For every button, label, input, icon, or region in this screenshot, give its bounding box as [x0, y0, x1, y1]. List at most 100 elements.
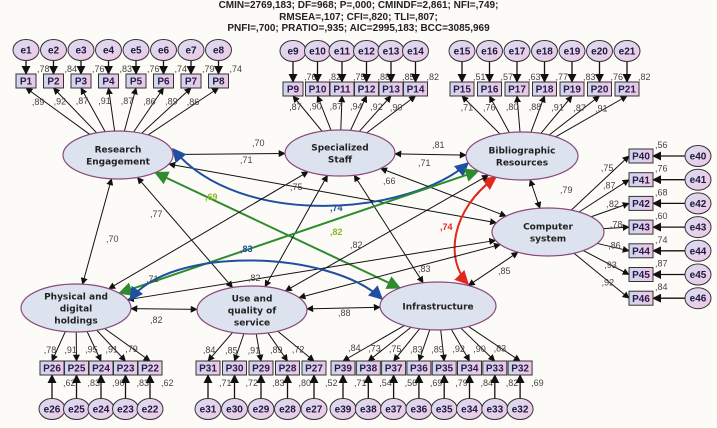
- r-squared-label: ,63: [528, 72, 541, 82]
- loading-label: ,91: [595, 103, 608, 113]
- r-squared-label: ,60: [655, 211, 668, 221]
- error-term: [684, 192, 712, 215]
- loading-path: [530, 95, 546, 133]
- covariance-label: ,79: [560, 185, 573, 195]
- loading-label: ,95: [85, 345, 98, 355]
- loading-label: ,85: [225, 345, 238, 355]
- error-label: e30: [226, 405, 243, 416]
- covariance-path: [528, 179, 542, 209]
- error-label: e13: [383, 47, 400, 58]
- latent-cs: [491, 207, 605, 257]
- indicator-label: P46: [632, 294, 650, 305]
- indicator-label: P4: [102, 77, 115, 88]
- loading-path: [366, 95, 417, 134]
- r-squared-label: ,82: [638, 72, 651, 82]
- loading-path: [393, 328, 421, 362]
- covariance-label: ,82: [330, 227, 343, 237]
- error-label: e14: [407, 47, 424, 58]
- latent-label: holdings: [54, 317, 97, 327]
- loading-path: [277, 330, 315, 362]
- error-term: [40, 39, 67, 61]
- loading-path: [338, 95, 346, 131]
- latent-pd: [20, 283, 132, 333]
- error-term: [122, 39, 150, 61]
- loading-label: ,91: [64, 345, 77, 355]
- error-label: e10: [309, 47, 326, 58]
- error-label: e2: [48, 46, 60, 57]
- loading-label: ,75: [389, 344, 402, 354]
- indicator-box: [628, 243, 654, 259]
- loading-label: ,86: [143, 96, 156, 106]
- r-squared-label: ,82: [506, 378, 519, 388]
- indicator-label: P24: [92, 364, 110, 375]
- error-label: e22: [142, 405, 159, 416]
- covariance-label: ,69: [205, 192, 218, 202]
- fit-line-3: PNFI=,700; PRATIO=,935; AIC=2995,183; BC…: [227, 23, 490, 34]
- indicator-label: P38: [359, 364, 377, 375]
- loading-label: ,90: [390, 102, 403, 112]
- latent-label: Research: [95, 146, 142, 156]
- r-squared-label: ,62: [63, 378, 76, 388]
- error-term: [448, 40, 476, 62]
- loading-label: ,78: [610, 220, 623, 230]
- error-label: e8: [213, 46, 225, 57]
- covariance-label: ,75: [290, 182, 303, 192]
- covariance-label: ,71: [418, 158, 431, 168]
- loading-label: ,91: [551, 102, 564, 112]
- loading-label: ,91: [98, 96, 111, 106]
- error-label: e15: [454, 47, 471, 58]
- covariance-label: ,74: [330, 203, 343, 213]
- indicator-label: P7: [185, 77, 198, 88]
- loading-path: [555, 95, 628, 138]
- r-squared-label: ,85: [402, 72, 415, 82]
- error-label: e5: [130, 46, 142, 57]
- loading-path: [147, 87, 220, 136]
- latent-label: Specialized: [311, 144, 368, 154]
- error-label: e4: [103, 46, 115, 57]
- loading-label: ,92: [54, 97, 67, 107]
- error-label: e19: [564, 47, 581, 58]
- loading-label: ,87: [76, 96, 89, 106]
- r-squared-label: ,83: [583, 72, 596, 82]
- loading-label: ,84: [203, 345, 216, 355]
- r-squared-label: ,76: [611, 72, 624, 82]
- loading-label: ,80: [506, 102, 519, 112]
- latent-label: Infrastructure: [402, 303, 473, 313]
- error-label: e46: [690, 294, 707, 305]
- covariance-path: [80, 178, 114, 285]
- r-squared-label: ,69: [430, 378, 443, 388]
- indicator-box: [137, 360, 163, 376]
- error-term: [506, 398, 534, 420]
- covariance-label: ,83: [418, 264, 431, 274]
- indicator-box: [330, 360, 356, 376]
- indicator-box: [70, 73, 92, 89]
- loading-path: [514, 95, 522, 133]
- covariance-path: [306, 303, 381, 313]
- error-term: [95, 39, 122, 61]
- error-term: [12, 39, 40, 61]
- error-label: e37: [385, 405, 402, 416]
- covariance-label: ,88: [338, 308, 351, 318]
- loading-label: ,71: [461, 103, 474, 113]
- loading-label: ,79: [125, 344, 138, 354]
- error-term: [684, 239, 712, 262]
- indicator-label: P18: [536, 85, 554, 96]
- covariance-path: [129, 259, 384, 302]
- covariance-label: ,85: [498, 266, 511, 276]
- error-label: e43: [690, 223, 707, 234]
- loading-path: [468, 326, 521, 362]
- r-squared-label: ,71: [219, 378, 232, 388]
- indicator-label: P6: [157, 77, 170, 88]
- r-squared-label: ,83: [137, 378, 150, 388]
- indicator-box: [559, 81, 585, 97]
- indicator-box: [403, 81, 428, 97]
- loading-label: ,92: [370, 102, 383, 112]
- indicator-label: P1: [20, 77, 33, 88]
- r-squared-label: ,79: [455, 378, 468, 388]
- indicator-label: P11: [333, 85, 351, 96]
- loading-path: [450, 329, 470, 362]
- indicator-label: P23: [117, 364, 135, 375]
- covariance-label: ,66: [383, 176, 396, 186]
- error-label: e9: [287, 47, 299, 58]
- indicator-box: [457, 360, 482, 376]
